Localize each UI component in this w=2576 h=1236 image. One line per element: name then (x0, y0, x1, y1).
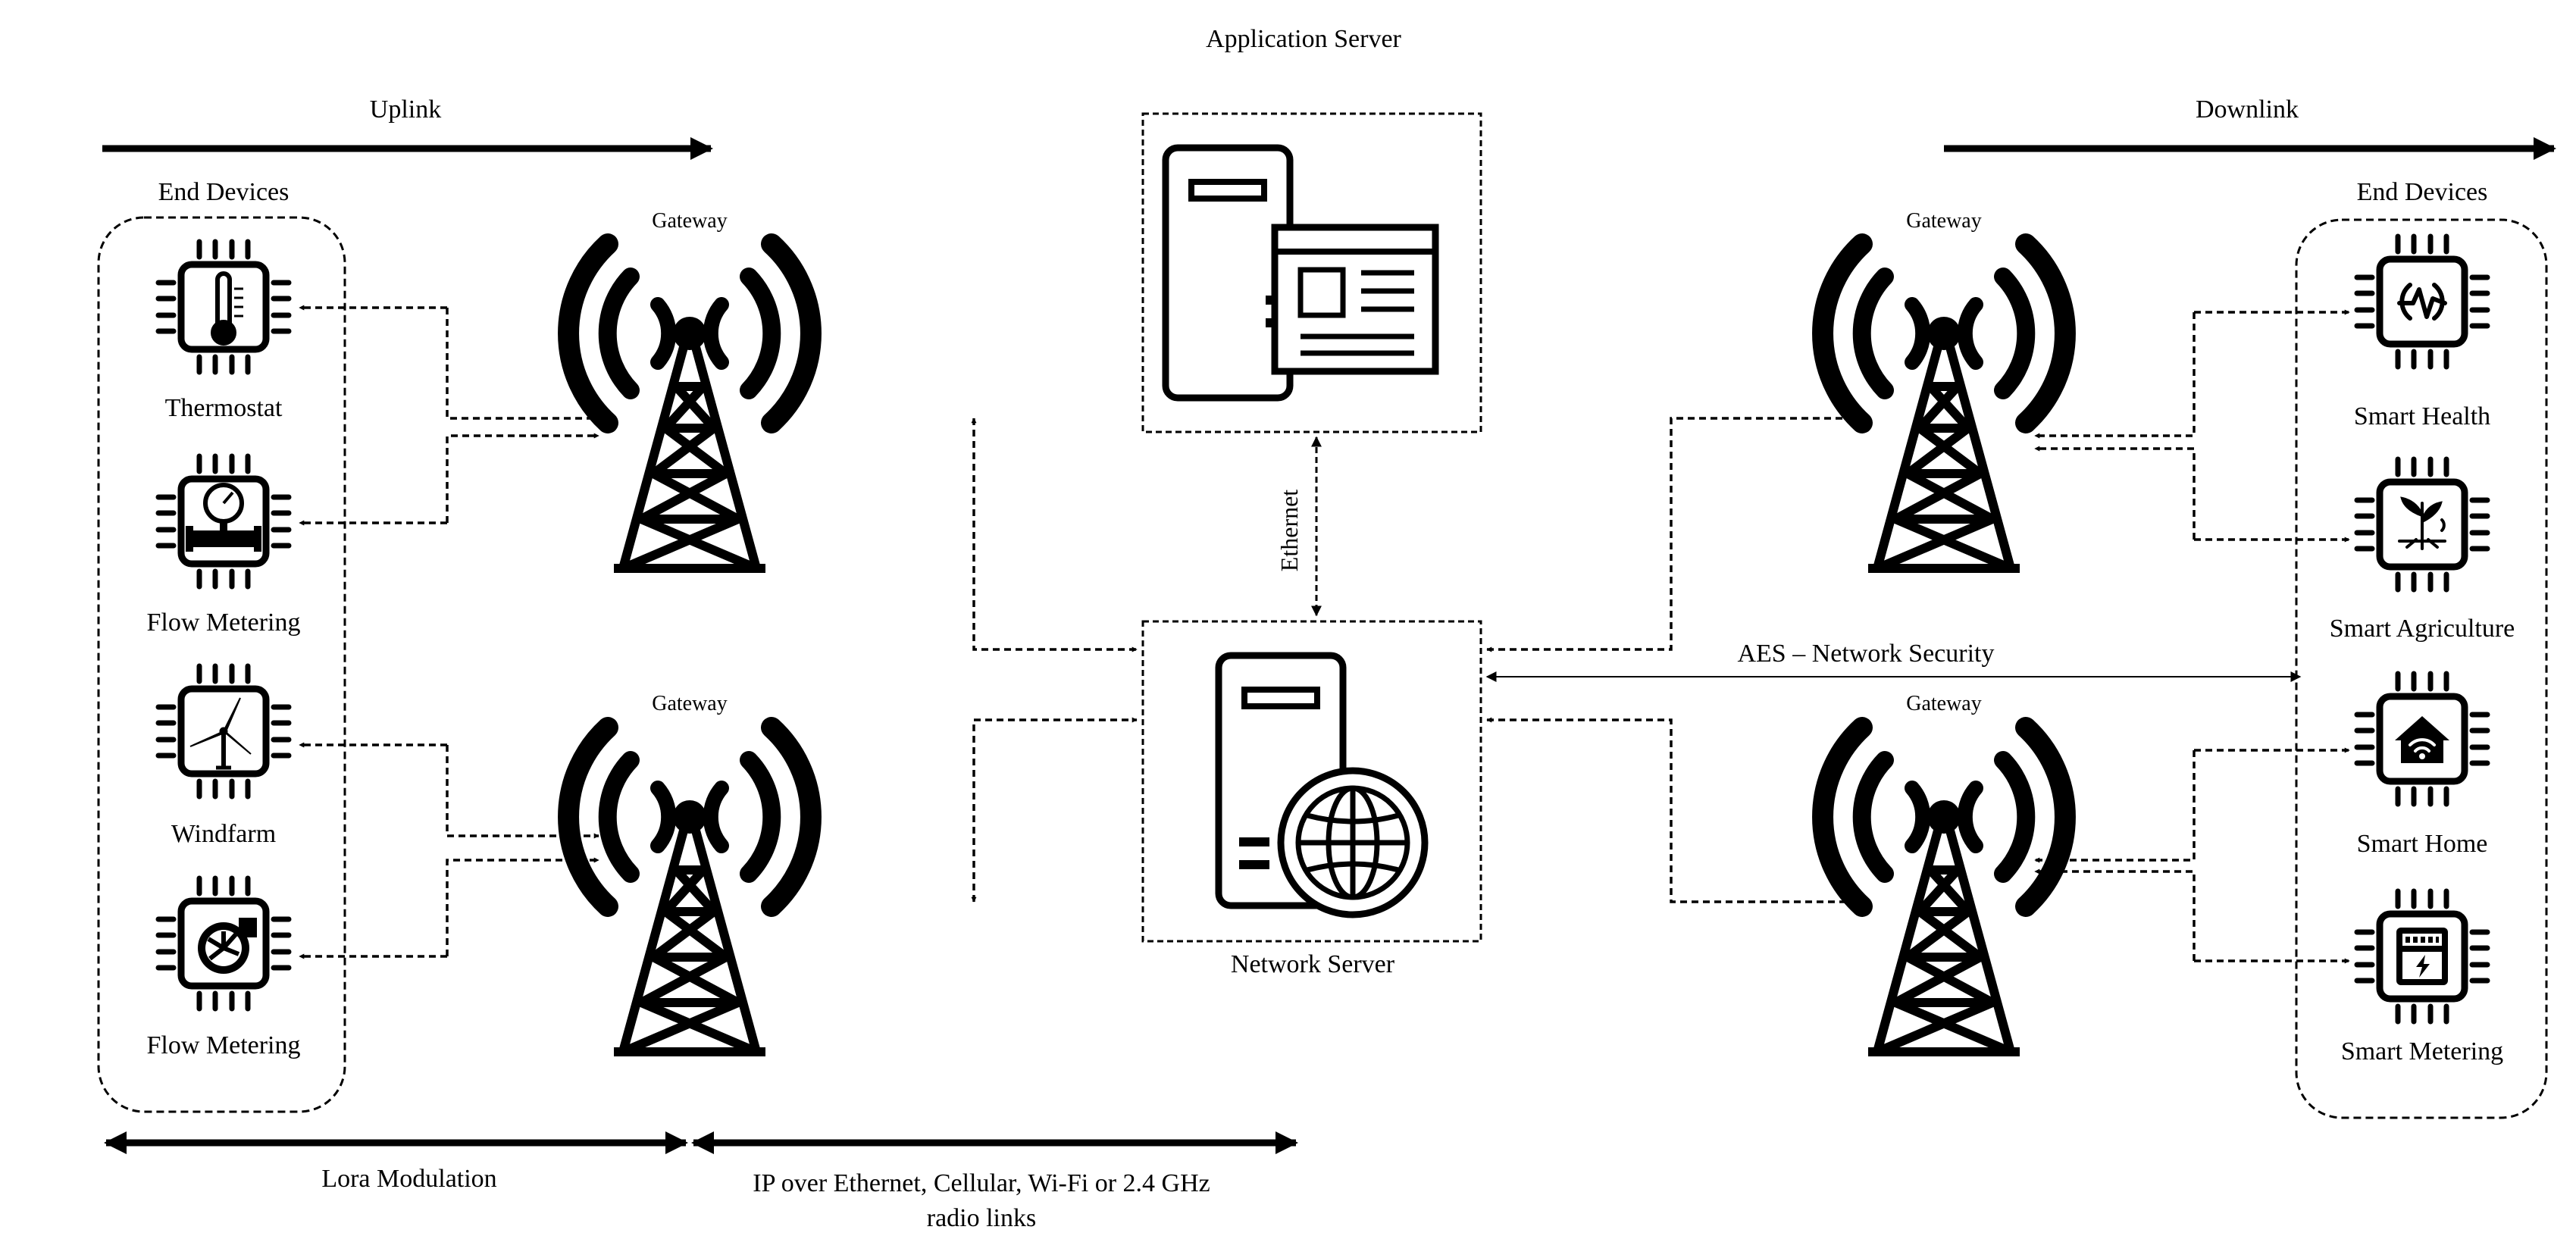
wind-turbine-icon (189, 697, 252, 770)
gateway-tower-icon (1823, 728, 2065, 1052)
ip-label-line1: IP over Ethernet, Cellular, Wi-Fi or 2.4… (753, 1169, 1210, 1197)
left-device-flow-metering-2 (158, 878, 289, 1009)
left-device-label: Windfarm (171, 820, 276, 848)
pressure-gauge-icon (186, 483, 261, 552)
network-server-icon (1219, 656, 1429, 918)
right-device-label: Smart Home (2357, 830, 2488, 858)
thermometer-icon (211, 271, 243, 346)
right-device-label: Smart Health (2354, 402, 2490, 430)
gateway-label-top-left: Gateway (652, 209, 728, 233)
application-server-label: Application Server (1206, 25, 1401, 53)
gateway-tower-icon (1823, 244, 2065, 568)
left-device-label: Thermostat (165, 394, 283, 422)
end-devices-right-label: End Devices (2357, 178, 2488, 206)
left-device-windfarm (158, 666, 289, 796)
application-server-box (1141, 112, 1482, 433)
network-server-label: Network Server (1231, 950, 1395, 978)
ip-label-line2: radio links (927, 1204, 1036, 1232)
application-server-icon (1166, 148, 1439, 398)
right-device-smart-home (2357, 674, 2487, 804)
wifi-home-icon (2395, 716, 2449, 763)
right-device-label: Smart Agriculture (2330, 615, 2515, 643)
gateway-tower-icon (568, 244, 811, 568)
left-device-label: Flow Metering (146, 1031, 300, 1059)
heartbeat-icon (2397, 283, 2447, 321)
network-server-box (1141, 620, 1482, 943)
right-device-label: Smart Metering (2341, 1037, 2503, 1065)
end-devices-left-box (97, 216, 346, 1113)
uplink-label: Uplink (370, 95, 441, 124)
gateway-label-bottom-right: Gateway (1906, 692, 1982, 715)
globe-icon (1277, 767, 1429, 918)
end-devices-left-label: End Devices (158, 178, 290, 206)
lora-label: Lora Modulation (321, 1165, 496, 1193)
right-device-smart-health (2357, 236, 2487, 367)
downlink-label: Downlink (2196, 95, 2299, 124)
left-device-flow-metering-1 (158, 456, 289, 587)
ethernet-label: Ethernet (1275, 490, 1303, 572)
turbine-meter-icon (198, 918, 257, 974)
left-device-thermostat (158, 242, 289, 372)
connectors (299, 305, 2350, 964)
end-devices-right-box (2295, 218, 2548, 1119)
plant-icon (2398, 496, 2446, 550)
gateway-label-bottom-left: Gateway (652, 692, 728, 715)
gateway-label-top-right: Gateway (1906, 209, 1982, 233)
left-device-label: Flow Metering (146, 609, 300, 637)
gateway-tower-icon (568, 728, 811, 1052)
aes-label: AES – Network Security (1737, 640, 1994, 668)
right-device-smart-metering (2357, 891, 2487, 1022)
right-device-smart-agriculture (2357, 459, 2487, 590)
electric-meter-icon (2396, 928, 2448, 985)
